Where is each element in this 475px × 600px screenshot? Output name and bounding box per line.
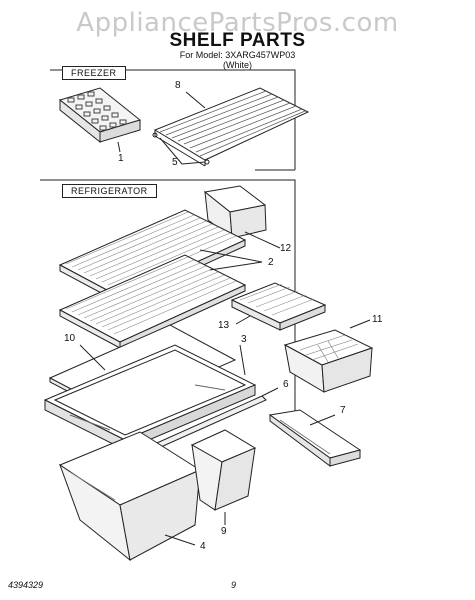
callout-5: 5 [172,157,178,168]
crisper-bracket-part [268,409,362,467]
callout-8: 8 [175,80,181,91]
callout-4: 4 [200,541,206,552]
callout-11: 11 [372,314,383,325]
freezer-label: FREEZER [62,66,126,80]
model-number: For Model: 3XARG457WP03 [179,50,296,60]
watermark: AppliancePartsPros.com [76,8,399,38]
callout-3: 3 [241,334,247,345]
callout-13: 13 [218,320,230,331]
crisper-drawer-large-part [58,431,202,562]
ice-tray-part [58,87,142,153]
crisper-drawer-small-part [190,429,257,525]
refrigerator-label: REFRIGERATOR [62,184,157,198]
callout-1: 1 [118,153,124,164]
callout-10: 10 [64,333,76,344]
callout-9: 9 [221,526,227,537]
model-color: (White) [223,60,252,70]
page-number: 9 [231,580,237,590]
freezer-section-frame [50,69,296,171]
callout-7: 7 [340,405,346,416]
deli-drawer-part [283,319,374,393]
refrigerator-section-frame [40,179,296,420]
crisper-cover-frame-part [43,344,257,451]
callout-12: 12 [280,243,292,254]
model-info: For Model: 3XARG457WP03 (White) [0,50,475,70]
small-shelf-part [230,282,327,331]
door-bin-part [203,185,281,249]
page-title: SHELF PARTS [169,30,306,51]
callout-2: 2 [268,257,274,268]
glass-shelf-lower-part [58,249,263,349]
document-number: 4394329 [8,580,44,590]
freezer-wire-shelf-part [152,87,310,167]
callout-6: 6 [283,379,289,390]
